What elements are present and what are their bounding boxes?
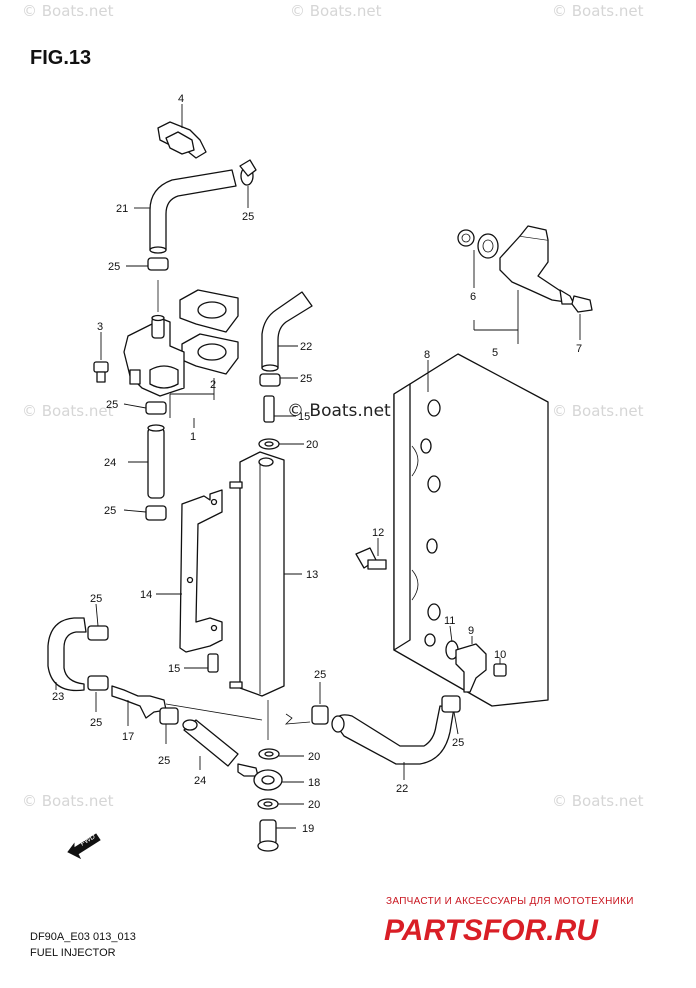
callout-label: 23 [52,691,64,703]
leader-line [284,713,311,725]
callout-label: 22 [300,341,312,353]
part-clamp-4 [157,104,207,159]
callout-label: 25 [300,373,312,385]
callout-label: 3 [97,321,103,333]
part-nipple-15 [263,395,296,423]
watermark-center: © Boats.net [287,401,391,421]
part-clip-25 [259,373,298,387]
callout-label: 9 [468,625,474,637]
callout-label: 25 [242,211,254,223]
part-fuel-rail-13 [229,451,302,697]
callout-label: 14 [140,589,152,601]
part-clip-25 [239,159,257,208]
part-clip-25 [123,401,167,415]
callout-label: 25 [106,399,118,411]
callout-label: 10 [494,649,506,661]
part-bolt-15 [184,653,219,673]
part-bolt-19 [257,819,296,852]
callout-label: 12 [372,527,384,539]
callout-label: 2 [210,379,216,391]
watermark: © Boats.net [552,402,644,420]
callout-label: 18 [308,777,320,789]
callout-label: 19 [302,823,314,835]
part-injector-5 [457,225,593,344]
watermark: © Boats.net [22,402,114,420]
callout-label: 24 [104,457,116,469]
part-hose-24 [182,719,239,770]
part-joint-17 [111,685,263,726]
callout-labels: 4 21 25 25 3 2 25 1 24 25 22 25 15 20 6 … [52,93,582,835]
model-code: DF90A_E03 013_013 [30,931,136,943]
part-union-18 [237,763,304,791]
part-bracket-14 [156,489,223,653]
callout-label: 25 [158,755,170,767]
watermark: © Boats.net [552,2,644,20]
part-clip-25 [87,603,109,641]
watermark: © Boats.net [22,2,114,20]
part-clip-25 [159,707,179,744]
shop-brand: PARTSFOR.RU [384,914,599,947]
callout-label: 24 [194,775,206,787]
callout-label: 13 [306,569,318,581]
callout-label: 4 [178,93,184,105]
callout-label: 1 [190,431,196,443]
part-connector-9 [455,636,487,693]
part-hose-21 [134,169,237,254]
callout-label: 11 [444,615,455,627]
part-clip-25 [87,675,109,712]
forward-direction-icon: FWD [67,833,101,860]
part-bolt-12 [355,538,387,570]
part-hose-23 [47,617,87,692]
callout-label: 7 [576,343,582,355]
watermarks: © Boats.net © Boats.net © Boats.net © Bo… [22,2,644,810]
watermark: © Boats.net [552,792,644,810]
shop-banner: ЗАПЧАСТИ И АКСЕССУАРЫ ДЛЯ МОТОТЕХНИКИ PA… [384,896,634,947]
callout-label: 25 [90,593,102,605]
callout-label: 25 [452,737,464,749]
shop-tagline: ЗАПЧАСТИ И АКСЕССУАРЫ ДЛЯ МОТОТЕХНИКИ [386,896,634,907]
callout-label: 25 [314,669,326,681]
watermark: © Boats.net [290,2,382,20]
callout-label: 15 [168,663,180,675]
callout-label: 17 [122,731,134,743]
watermark: © Boats.net [22,792,114,810]
callout-label: 8 [424,349,430,361]
callout-label: 25 [90,717,102,729]
part-vapor-separator-1 [123,289,239,428]
part-hose-22 [331,705,455,780]
callout-label: 5 [492,347,498,359]
figure-caption: FUEL INJECTOR [30,947,116,959]
callout-label: 20 [308,799,320,811]
part-clip-25 [123,505,167,521]
part-clip-25 [441,695,461,735]
part-plate-8 [393,353,549,707]
part-washer-20 [257,798,304,810]
part-clip-25 [311,682,329,725]
part-hose-22 [261,291,313,372]
part-bolt-10 [493,658,507,677]
callout-label: 20 [308,751,320,763]
callout-label: 21 [116,203,128,215]
callout-label: 25 [104,505,116,517]
part-washer-20 [258,438,304,450]
part-bolt-3 [93,332,109,383]
callout-label: 20 [306,439,318,451]
part-oring-11 [445,625,459,660]
callout-label: 22 [396,783,408,795]
callout-label: 15 [298,411,310,423]
callout-label: 25 [108,261,120,273]
part-clip-25 [126,257,169,312]
callout-label: 6 [470,291,476,303]
figure-title: FIG.13 [30,47,91,69]
part-hose-24 [128,424,165,499]
part-washer-20 [258,748,304,760]
